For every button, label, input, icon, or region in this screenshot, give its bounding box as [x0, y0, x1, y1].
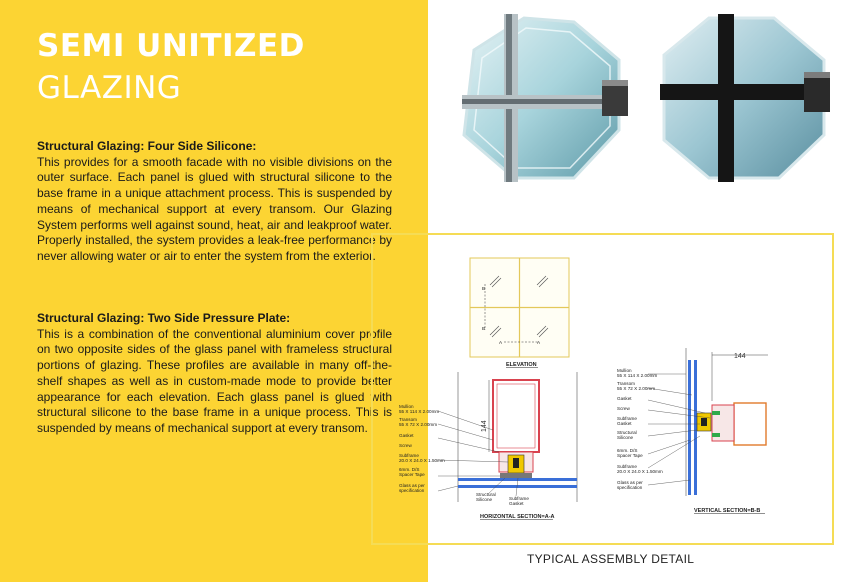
- marker-a: A: [499, 340, 503, 345]
- section-four-side-silicone: Structural Glazing: Four Side Silicone: …: [37, 139, 392, 265]
- v-label-glass-spec: specification: [617, 485, 643, 490]
- v-label-subframe: Subframe: [617, 416, 637, 421]
- glazing-photo-black: [660, 14, 830, 182]
- v-label-mullion-size: 55 X 114 X 2.00mm: [617, 373, 657, 378]
- dim-144-horizontal: 144: [734, 353, 746, 360]
- glazing-photo-silver: [462, 14, 628, 182]
- v-label-glass: Glass as per: [617, 480, 643, 485]
- section-text: This provides for a smooth facade with n…: [37, 154, 392, 263]
- label-subframe-size: 20.0 X 24.0 X 1.50mm: [399, 458, 445, 463]
- title-line-1: SEMI UNITIZED: [37, 28, 305, 64]
- v-label-gasket-2: Gasket: [617, 421, 632, 426]
- label-glass-spec: specification: [399, 488, 425, 493]
- v-label-screw: Screw: [617, 406, 630, 411]
- label-mullion: Mullion: [399, 404, 414, 409]
- v-label-spacer: 6mm. D/S: [617, 448, 637, 453]
- title-line-2: GLAZING: [37, 70, 182, 106]
- label-spacer: 6mm. D/S: [399, 467, 419, 472]
- horizontal-section-title: HORIZONTAL SECTION=A-A: [480, 514, 555, 520]
- label-spacer-tape: Spacer Tape: [399, 472, 425, 477]
- vertical-section: 144 Mullion 55 X 114 X 2.00mm Transom 55…: [617, 348, 768, 514]
- v-label-gasket: Gasket: [617, 396, 632, 401]
- label-subframe: Subframe: [399, 453, 419, 458]
- dim-144-vertical: 144: [481, 420, 488, 432]
- label-mullion-size: 55 X 114 X 2.00mm: [399, 409, 439, 414]
- label-structural: Structural: [476, 492, 496, 497]
- elevation-title: ELEVATION: [506, 362, 537, 368]
- marker-a-right: A: [537, 340, 541, 345]
- section-text: This is a combination of the conventiona…: [37, 326, 392, 435]
- label-transom-size: 55 X 72 X 2.00mm: [399, 422, 437, 427]
- horizontal-section: 144 Mullion 55 X 114 X 2.00mm Transom 55…: [399, 372, 578, 520]
- label-structural-silicone: Silicone: [476, 497, 493, 502]
- assembly-detail-box: [371, 233, 834, 545]
- v-label-spacer-tape: Spacer Tape: [617, 453, 643, 458]
- marker-b-lower: B: [482, 326, 485, 331]
- label-gasket: Gasket: [399, 433, 414, 438]
- v-label-subframe-size: 20.0 X 24.0 X 1.50mm: [617, 469, 663, 474]
- v-label-mullion: Mullion: [617, 368, 632, 373]
- elevation-view: B B A A ELEVATION: [469, 257, 570, 368]
- section-heading: Structural Glazing: Four Side Silicone:: [37, 139, 257, 153]
- v-label-transom: Transom: [617, 381, 635, 386]
- label-screw: Screw: [399, 443, 412, 448]
- label-subframe-gasket: Subframe: [509, 496, 529, 501]
- label-subframe-gasket-2: Gasket: [509, 501, 524, 506]
- yellow-text-panel: [0, 0, 428, 582]
- v-label-transom-size: 55 X 72 X 2.00mm: [617, 386, 655, 391]
- marker-b: B: [482, 286, 485, 291]
- label-glass: Glass as per: [399, 483, 425, 488]
- label-transom: Transom: [399, 417, 417, 422]
- vertical-section-title: VERTICAL SECTION=B-B: [694, 508, 760, 514]
- v-label-structural: Structural: [617, 430, 637, 435]
- assembly-caption: TYPICAL ASSEMBLY DETAIL: [527, 552, 695, 566]
- v-label-subframe-size-title: Subframe: [617, 464, 637, 469]
- section-heading: Structural Glazing: Two Side Pressure Pl…: [37, 311, 291, 325]
- section-two-side-pressure-plate: Structural Glazing: Two Side Pressure Pl…: [37, 311, 392, 437]
- v-label-silicone: Silicone: [617, 435, 634, 440]
